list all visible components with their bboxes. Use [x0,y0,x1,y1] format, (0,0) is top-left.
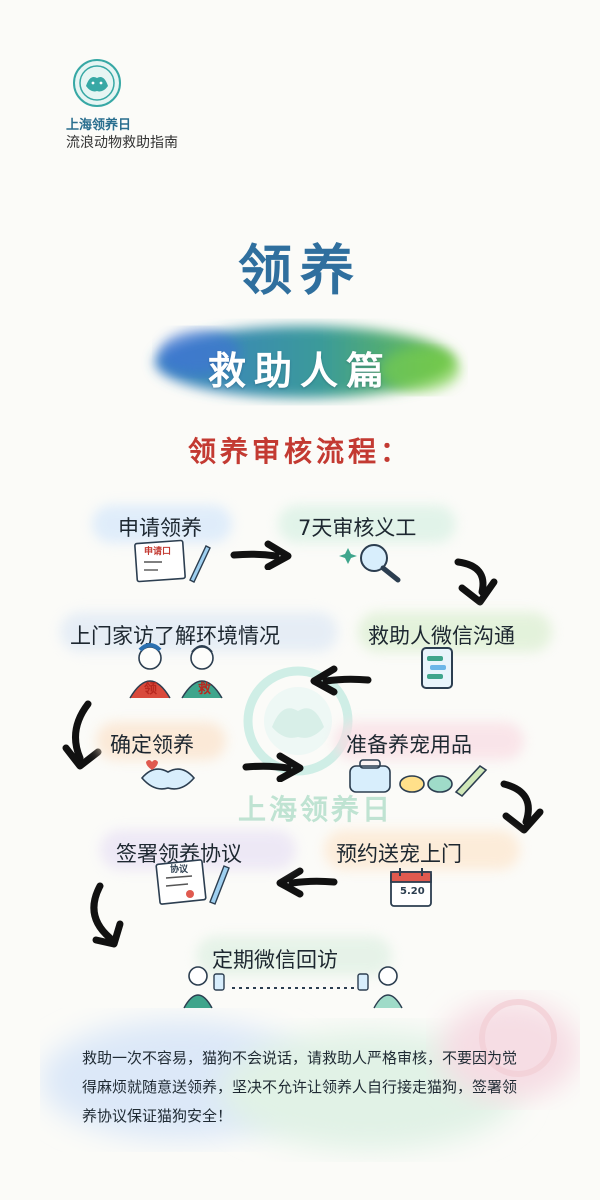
arrow-curve-down-left-icon [90,882,124,948]
magnifier-icon [339,544,401,583]
step-followup-label: 定期微信回访 [212,948,338,972]
step-7-highlight [324,830,520,870]
people-visit-icon [129,643,223,699]
step-apply-label: 申请领养 [118,516,202,540]
step-2-highlight [278,505,456,543]
step-9-highlight [196,936,392,976]
step-4-highlight [60,612,338,652]
step-delivery-label: 预约送宠上门 [336,842,462,866]
brand-subtitle: 流浪动物救助指南 [66,135,178,151]
application-form-icon [134,539,211,583]
banner-title: 救助人篇 [207,349,392,393]
footer-note: 救助一次不容易，猫狗不会说话，请救助人严格审核，不要因为觉得麻烦就随意送领养，坚… [82,1049,518,1125]
brand-name: 上海领养日 [66,118,132,133]
watermark-text: 上海领养日 [238,793,394,826]
arrow-curve-down-icon [500,780,544,834]
arrow-right-icon [230,540,292,570]
arrow-right-icon [242,752,304,782]
arrow-curve-down-left-icon [62,700,102,770]
step-wechat-label: 救助人微信沟通 [368,624,515,648]
banner-background [155,326,460,398]
arrow-left-icon [310,665,372,696]
step-confirm-label: 确定领养 [110,733,194,757]
step-1-highlight [92,505,232,543]
brand-logo-icon [73,59,121,107]
step-5-highlight [96,722,226,760]
step-supplies-label: 准备养宠用品 [346,733,472,757]
arrow-curve-down-icon [454,558,498,606]
page-title: 领养 [238,239,362,302]
step-6-highlight [334,722,524,760]
form-heading: 申请口 [144,547,172,557]
phone-chat-icon [421,647,453,689]
calendar-icon [390,868,432,907]
process-title: 领养审核流程： [187,435,412,468]
badge-rescue: 救 [198,682,212,697]
step-review-label: 7天审核义工 [298,516,417,540]
footer-background [40,999,580,1150]
arrow-left-icon [276,867,338,898]
step-3-highlight [358,612,552,652]
followup-call-icon [183,966,403,1009]
handshake-icon [140,760,196,790]
pet-supplies-icon [349,759,488,798]
agreement-heading: 协议 [170,865,189,875]
step-home-visit-label: 上门家访了解环境情况 [70,624,280,648]
agreement-document-icon [155,859,230,905]
calendar-date: 5.20 [400,886,425,897]
badge-adopt: 领 [144,682,158,697]
watermark-logo-icon [243,666,353,776]
